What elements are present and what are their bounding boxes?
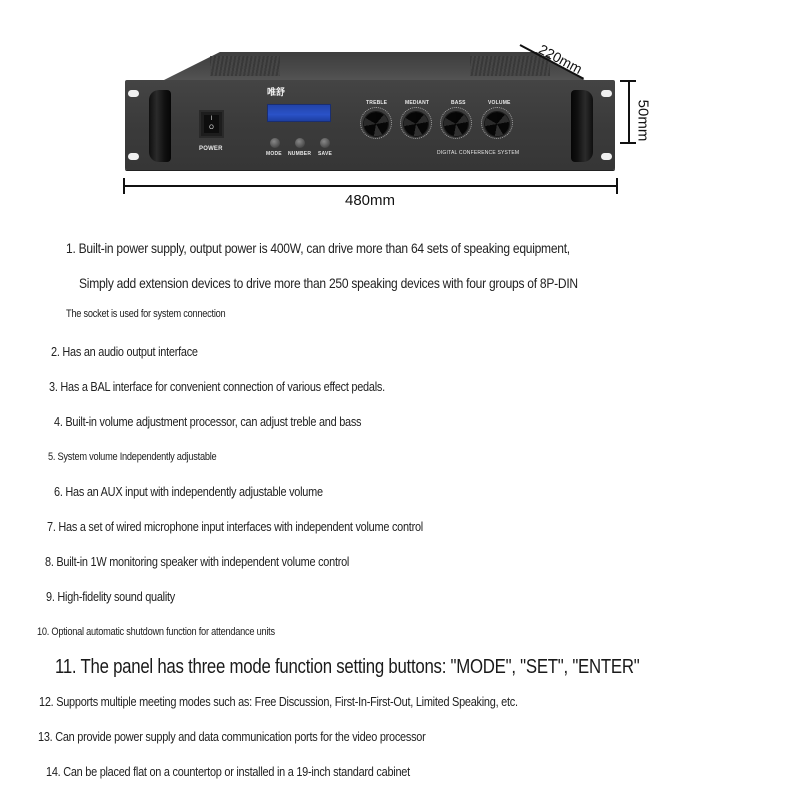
feature-item: 2. Has an audio output interface <box>51 344 198 359</box>
feature-item-highlight: 11. The panel has three mode function se… <box>55 656 640 678</box>
save-button-label: SAVE <box>318 151 333 157</box>
rack-handle-right <box>571 90 593 162</box>
rack-ear-hole <box>128 153 139 160</box>
width-dimension-line <box>123 185 618 187</box>
feature-item: 14. Can be placed flat on a countertop o… <box>46 764 410 779</box>
bass-knob[interactable] <box>444 112 468 136</box>
width-dimension-label: 480mm <box>345 192 396 209</box>
power-label: POWER <box>199 146 223 152</box>
front-panel: I O POWER 唯舒 MODE NUMBER SAVE TREBLE MED… <box>125 80 615 170</box>
system-label: DIGITAL CONFERENCE SYSTEM <box>437 150 520 156</box>
mode-button[interactable] <box>270 138 280 148</box>
feature-item: 1. Built-in power supply, output power i… <box>66 240 570 256</box>
save-button[interactable] <box>320 138 330 148</box>
mediant-label: MEDIANT <box>405 100 430 106</box>
height-dimension-tick <box>620 142 636 144</box>
feature-item: 12. Supports multiple meeting modes such… <box>39 694 518 709</box>
volume-knob[interactable] <box>485 112 509 136</box>
mode-button-label: MODE <box>266 151 282 157</box>
height-dimension-label: 50mm <box>634 99 652 142</box>
bass-label: BASS <box>451 100 466 106</box>
feature-item: 5. System volume Independently adjustabl… <box>48 451 217 463</box>
feature-item: 9. High-fidelity sound quality <box>46 589 176 604</box>
width-dimension-tick <box>616 178 618 194</box>
number-button-label: NUMBER <box>288 151 312 157</box>
rack-ear-hole <box>601 90 612 97</box>
power-on-mark: I <box>210 116 213 122</box>
mediant-knob[interactable] <box>404 112 428 136</box>
height-dimension-line <box>628 80 630 143</box>
rack-ear-hole <box>601 153 612 160</box>
bass-scale <box>440 107 472 139</box>
volume-scale <box>481 107 513 139</box>
treble-knob[interactable] <box>364 112 388 136</box>
vent-right <box>470 56 550 76</box>
rack-handle-left <box>149 90 171 162</box>
feature-item: 7. Has a set of wired microphone input i… <box>47 519 423 534</box>
feature-item: 6. Has an AUX input with independently a… <box>54 484 323 499</box>
power-switch[interactable]: I O <box>199 110 224 138</box>
rack-ear-hole <box>128 90 139 97</box>
treble-label: TREBLE <box>366 100 388 106</box>
volume-label: VOLUME <box>488 100 511 106</box>
feature-item: 8. Built-in 1W monitoring speaker with i… <box>45 554 350 569</box>
lcd-display <box>267 104 331 122</box>
feature-item: 4. Built-in volume adjustment processor,… <box>54 414 362 429</box>
vent-left <box>210 56 280 76</box>
brand-logo: 唯舒 <box>267 88 286 98</box>
feature-item-continuation: Simply add extension devices to drive mo… <box>79 275 578 291</box>
feature-item: 10. Optional automatic shutdown function… <box>37 626 275 638</box>
feature-item: 13. Can provide power supply and data co… <box>38 729 426 744</box>
feature-item-continuation: The socket is used for system connection <box>66 308 226 320</box>
treble-scale <box>360 107 392 139</box>
power-off-mark: O <box>209 125 214 131</box>
number-button[interactable] <box>295 138 305 148</box>
feature-item: 3. Has a BAL interface for convenient co… <box>49 379 385 394</box>
height-dimension-tick <box>620 80 636 82</box>
power-rocker: I O <box>204 115 219 133</box>
mediant-scale <box>400 107 432 139</box>
width-dimension-tick <box>123 178 125 194</box>
